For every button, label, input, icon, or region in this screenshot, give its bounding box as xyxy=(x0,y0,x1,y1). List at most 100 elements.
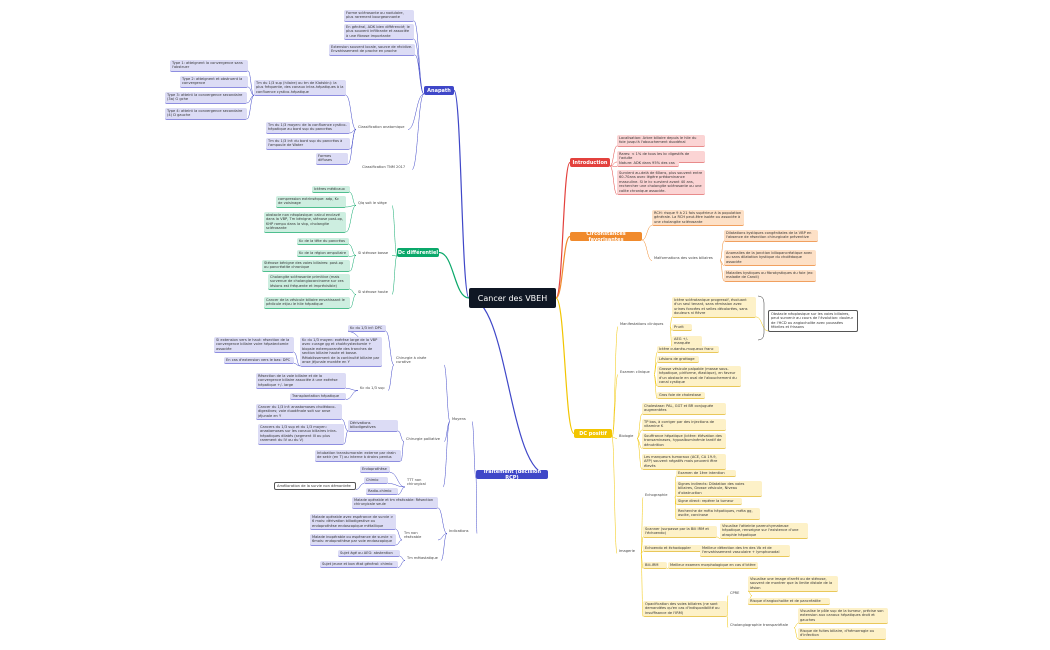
dc-diff-node[interactable]: Qlq soit le siège xyxy=(358,201,387,205)
dc-positif-node[interactable]: Echoendo et échodoppler xyxy=(643,545,711,553)
dc-positif-node[interactable]: Risque de fuites biliaire, d'hémorragie … xyxy=(798,628,886,640)
traitement-node[interactable]: Dérivations biliodigestives xyxy=(348,420,398,432)
traitement-node[interactable]: Cancers du 1/3 sup et du 1/3 moyen: anas… xyxy=(258,424,344,445)
dc-diff-node[interactable]: Cancer de la vésicule biliaire envahissa… xyxy=(264,297,350,309)
traitement-node[interactable]: Radio-chimio xyxy=(366,488,398,496)
circonstances-node[interactable]: RCH: risque 9 à 21 fois supérieur à la p… xyxy=(652,210,744,227)
circonstances-node[interactable]: Dilatations kystiques congénitales de la… xyxy=(724,230,818,242)
branch-intro[interactable]: Introduction xyxy=(570,158,610,167)
traitement-node[interactable]: Chimio xyxy=(364,477,388,485)
traitement-node[interactable]: Moyens xyxy=(452,417,466,421)
anapath-node[interactable]: Forme sclérosante ou nodulaire, plus rar… xyxy=(344,10,414,22)
anapath-node[interactable]: Formes diffuses xyxy=(316,153,348,165)
dc-positif-node[interactable]: Examen clinique xyxy=(620,370,650,374)
dc-diff-node[interactable]: obstacle non néoplasique: calcul enclavé… xyxy=(264,212,346,233)
traitement-node[interactable]: Kc du 1/3 moyen: exérèse large de la VBP… xyxy=(300,337,382,367)
dc-diff-node[interactable]: Cholangite sclérosante primitive (mais s… xyxy=(268,274,350,291)
traitement-node[interactable]: Endoprothèse xyxy=(360,466,390,474)
traitement-node[interactable]: Cancer du 1/3 inf: anastomoses cholédoco… xyxy=(256,404,342,421)
root-node[interactable]: Cancer des VBEH xyxy=(469,288,556,308)
traitement-node[interactable]: Chirurgie à visée curative xyxy=(396,356,427,365)
dc-diff-node[interactable]: Si sténose basse xyxy=(358,251,389,255)
dc-diff-node[interactable]: Kc de la tête du pancréas xyxy=(297,238,349,246)
dc-positif-node[interactable]: Cholangiographie transpariétale xyxy=(730,623,789,627)
dc-positif-node[interactable]: Signe direct: repérer la tumeur xyxy=(676,498,742,506)
traitement-node[interactable]: Kc du 1/3 sup xyxy=(360,386,385,390)
traitement-node[interactable]: Chirurgie palliative xyxy=(406,437,441,441)
branch-dc-positif[interactable]: DC positif xyxy=(574,429,612,438)
circonstances-node[interactable]: Maladies kystiques ou fibrokystiques du … xyxy=(724,270,816,282)
dc-positif-node[interactable]: Ictère sclérotanique progressif, évoluan… xyxy=(672,297,756,318)
dc-positif-node[interactable]: Imagerie xyxy=(619,549,635,553)
dc-positif-node[interactable]: Meilleur détection des tm des Vb et de l… xyxy=(700,545,790,557)
traitement-node[interactable]: Si extension vers le haut: résection de … xyxy=(214,337,294,354)
dc-diff-node[interactable]: Sténose bénigne des voies biliaires: pos… xyxy=(262,260,350,272)
circonstances-node[interactable]: Anomalies de la jonction biliopancréatiq… xyxy=(724,250,816,267)
traitement-node[interactable]: Amélioration de la survie non démontrée xyxy=(274,482,356,491)
anapath-node[interactable]: Type 2: atteignent et obstruent la conve… xyxy=(180,76,248,88)
traitement-node[interactable]: Tm métastatique xyxy=(407,556,438,560)
anapath-node[interactable]: Type 3: atteint la convergence secondair… xyxy=(165,92,247,104)
anapath-node[interactable]: Type 1: atteignent la convergence sans l… xyxy=(170,60,248,72)
circonstances-node[interactable]: Malformations des voies biliaires xyxy=(654,256,713,260)
dc-positif-node[interactable]: Bili-IRM xyxy=(643,562,667,570)
traitement-node[interactable]: Indications xyxy=(449,529,469,533)
traitement-node[interactable]: Résection de la voie biliaire et de la c… xyxy=(256,373,346,390)
anapath-node[interactable]: Classification TNM 2017 xyxy=(362,165,406,169)
intro-node[interactable]: Nature: ADK dans 95% des cas xyxy=(617,160,679,168)
traitement-node[interactable]: Transplantation hépatique xyxy=(290,393,346,401)
dc-positif-node[interactable]: Risque d'angiocholite et de pancréatite xyxy=(748,598,830,606)
traitement-node[interactable]: Malade inopérable ou espérance de survie… xyxy=(310,534,396,546)
anapath-node[interactable]: Extension souvent locale, source de réci… xyxy=(329,44,415,56)
traitement-node[interactable]: En cas d'extension vers le bas: DPC xyxy=(224,357,294,365)
anapath-node[interactable]: Tm du 1/3 inf: du bord sup du pancréas à… xyxy=(266,138,350,150)
dc-positif-node[interactable]: Lésions de grattage xyxy=(657,356,699,364)
traitement-node[interactable]: Kc du 1/3 inf: DPC xyxy=(348,325,386,333)
anapath-node[interactable]: Type 4: atteint la convergence secondair… xyxy=(165,108,247,120)
dc-positif-node[interactable]: Echographie xyxy=(645,493,668,497)
dc-positif-node[interactable]: Les marqueurs tumoraux (ACE, CA 19-9, AF… xyxy=(642,454,726,471)
dc-diff-node[interactable]: Ictères médicaux xyxy=(312,186,350,194)
dc-diff-node[interactable]: Si sténose haute xyxy=(358,290,388,294)
dc-positif-node[interactable]: Visualise l'atteinte parenchymateuse hép… xyxy=(720,523,808,540)
dc-positif-node[interactable]: Souffrance hépatique (ictère: élévation … xyxy=(642,433,726,450)
dc-positif-node[interactable]: Visualise le pôle sup de la tumeur, préc… xyxy=(798,608,888,625)
dc-positif-node[interactable]: Prurit xyxy=(672,324,692,332)
dc-positif-node[interactable]: Visualise une image d'arrêt ou de sténos… xyxy=(748,576,838,593)
dc-positif-node[interactable]: Manifestations cliniques xyxy=(620,322,664,326)
branch-circonstances[interactable]: Circonstances favorisantes xyxy=(570,231,642,243)
dc-positif-node[interactable]: Ictère cutanéo-muqueux franc xyxy=(657,346,719,354)
dc-positif-node[interactable]: Opacification des voies biliaires (ne so… xyxy=(643,601,727,618)
traitement-node[interactable]: Malade opérable avec espérance de survie… xyxy=(310,514,396,531)
anapath-node[interactable]: En général, ADK bien différencié; le plu… xyxy=(344,24,414,41)
anapath-node[interactable]: Classification anatomique xyxy=(358,125,405,129)
dc-positif-node[interactable]: Meilleur examen morphologique en cas d'i… xyxy=(668,562,758,570)
anapath-node[interactable]: Tm du 1/3 sup (hilaire) ou tm de Klatski… xyxy=(254,80,346,97)
dc-positif-node[interactable]: Recherche de méta hépatiques, méta gg, a… xyxy=(676,508,760,520)
dc-positif-node[interactable]: Obstacle néoplasique sur les voies bilia… xyxy=(768,310,858,332)
traitement-node[interactable]: Sujet âgé ou AEG: abstention xyxy=(338,550,400,558)
branch-traitement[interactable]: Traitement (décision RCP) xyxy=(476,469,548,481)
dc-positif-node[interactable]: Biologie xyxy=(619,434,634,438)
traitement-node[interactable]: Intubation transtumorale: externe par dr… xyxy=(315,450,401,462)
intro-node[interactable]: Localisation: Arbre biliaire depuis le h… xyxy=(617,135,705,147)
dc-positif-node[interactable]: Cholestase: PAL, GGT et BR conjuguée aug… xyxy=(642,403,726,415)
branch-dc-diff[interactable]: Dc différentiel xyxy=(397,248,439,257)
traitement-node[interactable]: Sujet jeune et bon état général: chimio xyxy=(320,561,398,569)
dc-diff-node[interactable]: Kc de la région ampullaire xyxy=(297,250,349,258)
traitement-node[interactable]: Tm non résécable xyxy=(404,531,422,540)
dc-diff-node[interactable]: compression extrinsèque: adp, Kc de vois… xyxy=(276,196,346,208)
branch-anapath[interactable]: Anapath xyxy=(424,86,454,95)
traitement-node[interactable]: Malade opérable et tm résécable: Résecti… xyxy=(352,497,438,509)
dc-positif-node[interactable]: Signes indirects: Dilatation des voies b… xyxy=(676,481,762,498)
dc-positif-node[interactable]: Examen de 1ère intention xyxy=(676,470,736,478)
anapath-node[interactable]: Tm du 1/3 moyen: de la confluence cystic… xyxy=(266,122,350,134)
dc-positif-node[interactable]: TP bas, à corriger par des injections de… xyxy=(642,419,726,431)
dc-positif-node[interactable]: Grosse vésicule palpable (masse sous-hép… xyxy=(657,366,741,387)
root-link-dcpos xyxy=(555,297,575,435)
dc-positif-node[interactable]: CPRE xyxy=(730,591,740,595)
intro-node[interactable]: Survient au-delà de 60ans, plus souvent … xyxy=(617,170,705,196)
dc-positif-node[interactable]: Gros foie de cholestase xyxy=(657,392,705,400)
dc-positif-node[interactable]: Scanner (surpasse par la Bili IRM et l'é… xyxy=(643,526,717,538)
traitement-node[interactable]: TTT non chirurgical xyxy=(407,478,426,487)
